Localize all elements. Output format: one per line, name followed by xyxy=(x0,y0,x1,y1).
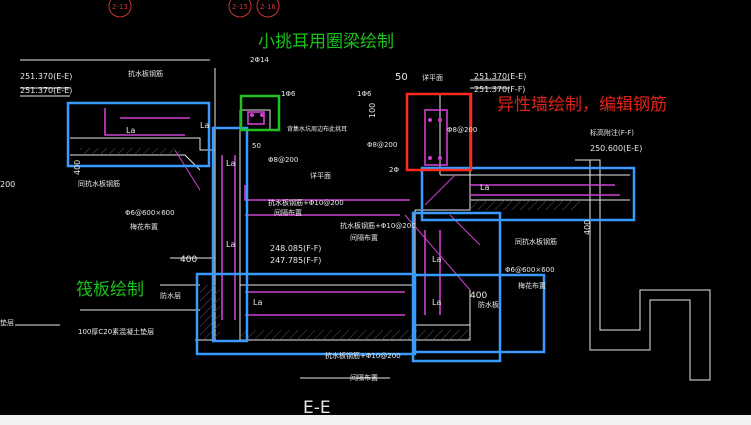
hatch-right xyxy=(470,200,580,210)
svg-text:2-16: 2-16 xyxy=(260,3,276,11)
rebar-lines xyxy=(104,108,620,320)
label-1phi6b: 1Φ6 xyxy=(357,90,372,98)
annotation-odd-wall: 异性墙绘制，编辑钢筋 xyxy=(497,95,667,115)
label-spacing-b: 间隔布置 xyxy=(350,233,378,242)
label-phi8-200b: Φ8@200 xyxy=(367,141,397,149)
label-rebar-f: 同抗水板钢筋 xyxy=(78,179,120,188)
label-layout-left: 梅花布置 xyxy=(130,222,158,231)
elev-mid-1: 248.085(F-F) xyxy=(270,244,321,253)
elev-top-right-1: 251.370(E-E) xyxy=(474,72,526,81)
label-2phi14: 2Φ14 xyxy=(250,56,269,64)
label-concrete: 100厚C20素混凝土垫层 xyxy=(78,327,154,336)
label-tie-right: Φ6@600×600 xyxy=(505,266,555,274)
elev-mid-2: 247.785(F-F) xyxy=(270,256,321,265)
hatch-bottom xyxy=(240,330,470,340)
box-odd-wall xyxy=(405,92,473,172)
label-2phi: 2Φ xyxy=(389,166,399,174)
label-400d: 400 xyxy=(583,220,592,235)
label-1phi6a: 1Φ6 xyxy=(281,90,296,98)
label-400c: 400 xyxy=(73,160,82,175)
label-spacing-a: 间隔布置 xyxy=(274,208,302,217)
box-ring-beam xyxy=(239,94,281,132)
la-1: La xyxy=(200,121,209,130)
annotation-ring-beam: 小挑耳用圈梁绘制 xyxy=(258,32,394,52)
hatch-left xyxy=(200,285,220,340)
grid-bubble-1: 2-13 xyxy=(108,0,132,18)
label-100: 100 xyxy=(368,103,377,118)
box-raft-right xyxy=(412,273,546,354)
la-3: La xyxy=(226,159,235,168)
label-400a: 400 xyxy=(180,255,197,265)
grid-bubble-2: 2-15 xyxy=(228,0,252,18)
status-strip xyxy=(0,415,751,425)
label-400b: 400 xyxy=(470,291,487,301)
label-left-edge2: 垫层 xyxy=(0,318,14,327)
label-left-edge: 200 xyxy=(0,180,15,189)
box-left-wall xyxy=(211,126,249,343)
label-phi8-200c: Φ8@200 xyxy=(447,126,477,134)
box-top-left xyxy=(66,101,211,168)
label-waterproof: 防水层 xyxy=(160,291,181,300)
box-top-right xyxy=(420,166,636,222)
elev-right-2: 250.600(E-E) xyxy=(590,144,642,153)
grid-bubble-3: 2-16 xyxy=(256,0,280,18)
hatch-top-left xyxy=(80,148,180,155)
section-title: E-E xyxy=(303,398,331,418)
label-spacing-c: 间隔布置 xyxy=(350,373,378,382)
la-2: La xyxy=(126,126,135,135)
label-note-top: 背集水坑周边布此挑耳 xyxy=(287,125,347,133)
la-6: La xyxy=(432,255,441,264)
label-50b: 50 xyxy=(395,72,408,83)
annotation-boxes xyxy=(66,92,636,363)
la-8: La xyxy=(432,298,441,307)
svg-text:2-15: 2-15 xyxy=(232,3,248,11)
elev-top-left-2: 251.370(E-E) xyxy=(20,86,72,95)
label-drain: 防水板 xyxy=(478,300,499,309)
la-7: La xyxy=(480,183,489,192)
label-rebar-d: 抗水板钢筋+Φ10@200 xyxy=(340,221,416,230)
label-tie-left: Φ6@600×600 xyxy=(125,209,175,217)
label-phi8-200a: Φ8@200 xyxy=(268,156,298,164)
label-rebar-c: 抗水板钢筋+Φ10@200 xyxy=(268,198,344,207)
svg-text:2-13: 2-13 xyxy=(112,3,128,11)
annotation-raft: 筏板绘制 xyxy=(76,280,144,300)
la-5: La xyxy=(253,298,262,307)
label-rebar-a: 抗水板钢筋 xyxy=(128,69,163,78)
label-lp-face2: 详平面 xyxy=(310,171,331,180)
label-rebar-g: 同抗水板钢筋 xyxy=(515,237,557,246)
elev-top-left-1: 251.370(E-E) xyxy=(20,72,72,81)
elev-top-right-2: 251.370(F-F) xyxy=(474,85,525,94)
label-lp-face: 详平面 xyxy=(422,73,443,82)
label-50: 50 xyxy=(252,142,261,150)
label-layout-right: 梅花布置 xyxy=(518,281,546,290)
rebar-dots xyxy=(250,113,442,160)
elev-right-1: 标高附注(F-F) xyxy=(590,128,634,137)
label-rebar-e: 抗水板钢筋+Φ10@200 xyxy=(325,351,401,360)
la-4: La xyxy=(226,240,235,249)
